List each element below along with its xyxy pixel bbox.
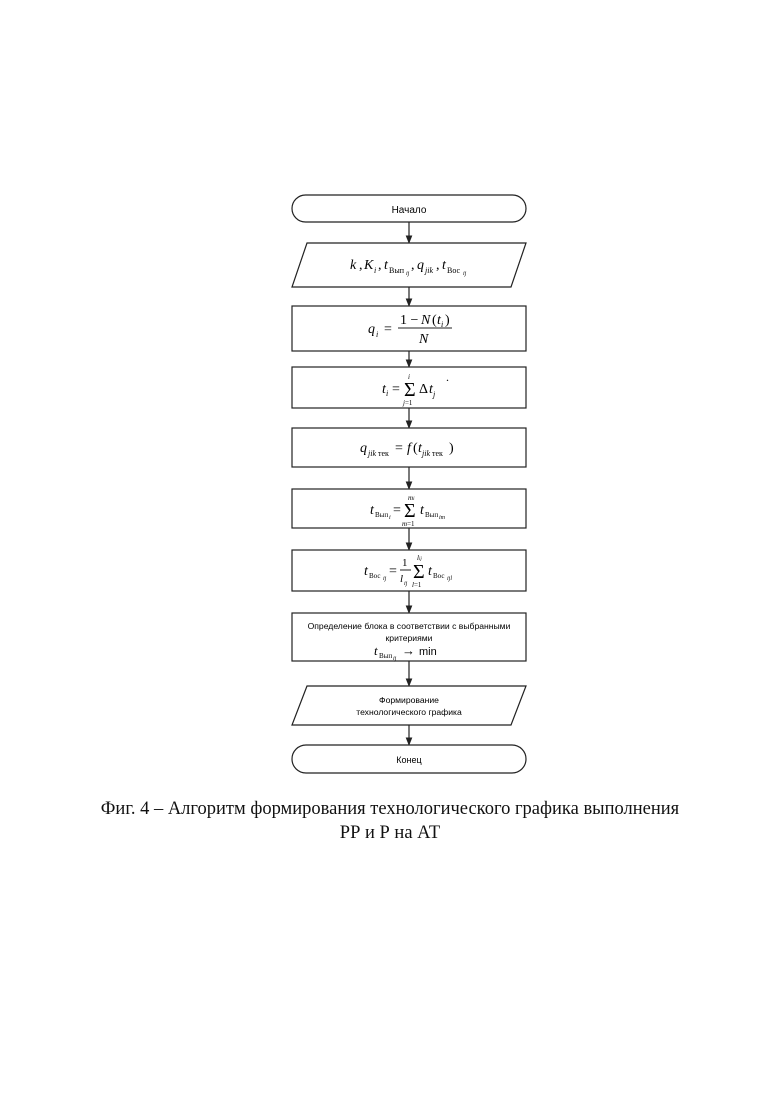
svg-text:m=1: m=1	[402, 520, 415, 528]
svg-text:Вос: Вос	[369, 572, 380, 580]
end-terminator: Конец	[292, 745, 526, 773]
process-step-3: q jik тек = f ( t jik тек )	[292, 428, 526, 467]
svg-text:=: =	[393, 503, 401, 518]
svg-text:t: t	[374, 643, 378, 658]
end-label: Конец	[396, 755, 421, 765]
svg-text:1: 1	[402, 557, 408, 569]
figure-caption: Фиг. 4 – Алгоритм формирования технологи…	[60, 797, 720, 845]
svg-text:=: =	[395, 441, 403, 456]
svg-text:ij: ij	[463, 271, 467, 277]
svg-text:,: ,	[378, 258, 382, 273]
input-parallelogram: k , K i , t Вып ij , q jik , t Вос ij	[292, 243, 526, 287]
svg-text:Вып: Вып	[425, 511, 438, 519]
svg-text:,: ,	[359, 258, 363, 273]
svg-text:): )	[449, 441, 454, 456]
selection-text-line2: критериями	[386, 633, 433, 643]
svg-text:K: K	[363, 258, 374, 273]
svg-text:i: i	[386, 389, 388, 398]
svg-text:Σ: Σ	[404, 379, 416, 401]
svg-text:,: ,	[411, 258, 415, 273]
caption-line2: РР и Р на АТ	[60, 821, 720, 845]
svg-text:ij: ij	[406, 271, 410, 277]
start-terminator: Начало	[292, 195, 526, 222]
caption-line1: Фиг. 4 – Алгоритм формирования технологи…	[60, 797, 720, 821]
process-step-2: t i = i Σ j=1 Δ t j .	[292, 367, 526, 408]
svg-text:i: i	[374, 266, 376, 275]
process-step-1: q i = 1 − N ( t i ) N	[292, 306, 526, 351]
svg-text:N: N	[418, 332, 429, 347]
svg-text:Вып: Вып	[389, 266, 405, 275]
svg-text:=: =	[392, 382, 400, 397]
selection-text-line1: Определение блока в соответствии с выбра…	[308, 621, 511, 631]
svg-text:): )	[445, 313, 450, 328]
svg-text:.: .	[446, 370, 449, 384]
svg-text:ij: ij	[404, 581, 408, 587]
svg-text:ijl: ijl	[447, 576, 452, 582]
svg-text:l: l	[400, 573, 403, 585]
svg-text:1 −: 1 −	[400, 313, 419, 328]
svg-text:→: →	[402, 643, 415, 658]
svg-text:jik: jik	[424, 266, 433, 275]
svg-text:jik тек: jik тек	[367, 449, 389, 458]
output-parallelogram: Формирование технологического графика	[292, 686, 526, 725]
svg-text:im: im	[439, 515, 446, 521]
svg-text:q: q	[368, 322, 375, 337]
svg-text:Δ: Δ	[419, 382, 428, 397]
svg-text:=: =	[389, 564, 397, 579]
output-line2: технологического графика	[356, 707, 462, 717]
svg-text:i: i	[376, 330, 378, 339]
svg-text:jik тек: jik тек	[421, 449, 443, 458]
selection-min-label: min	[419, 646, 437, 658]
svg-text:Вып: Вып	[379, 652, 392, 660]
process-step-5: t Вос ij = 1 l ij lij Σ l=1 t Вос ijl	[292, 550, 526, 591]
svg-text:l=1: l=1	[412, 581, 422, 589]
svg-text:Вос: Вос	[433, 572, 444, 580]
svg-text:Вып: Вып	[375, 511, 388, 519]
svg-text:N: N	[420, 313, 431, 328]
svg-text:ij: ij	[393, 656, 397, 662]
svg-text:,: ,	[436, 258, 440, 273]
svg-text:q: q	[360, 441, 367, 456]
selection-block: Определение блока в соответствии с выбра…	[292, 613, 526, 662]
svg-text:Σ: Σ	[413, 561, 425, 583]
svg-text:ij: ij	[383, 576, 387, 582]
svg-text:Σ: Σ	[404, 500, 416, 522]
svg-text:j=1: j=1	[402, 399, 413, 407]
svg-text:=: =	[384, 322, 392, 337]
svg-text:q: q	[417, 258, 424, 273]
output-line1: Формирование	[379, 695, 439, 705]
svg-text:k: k	[350, 258, 357, 273]
svg-text:Вос: Вос	[447, 266, 461, 275]
start-label: Начало	[392, 205, 427, 216]
process-step-4: t Вып i = mi Σ m=1 t Вып im	[292, 489, 526, 528]
